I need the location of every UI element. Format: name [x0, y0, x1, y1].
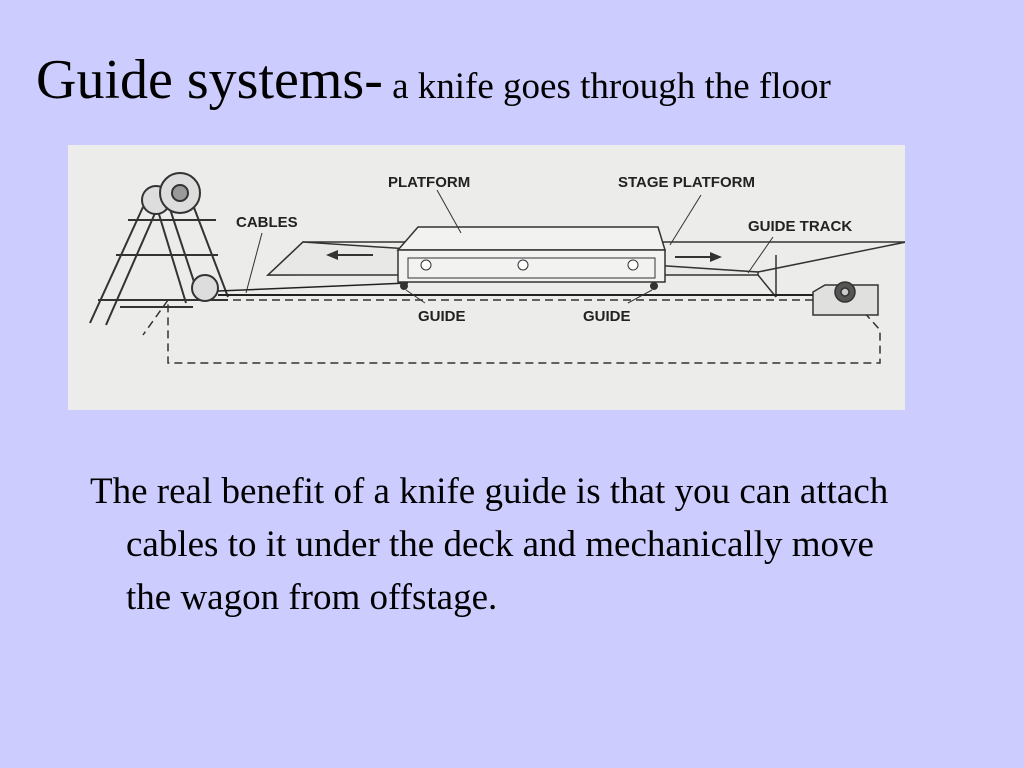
label-platform: PLATFORM [388, 174, 470, 191]
label-guide-right: GUIDE [583, 308, 631, 325]
wagon-platform [396, 226, 667, 290]
leader-guide-left [405, 289, 426, 304]
body-text: The real benefit of a knife guide is tha… [90, 471, 889, 618]
label-guide-left: GUIDE [418, 308, 466, 325]
diagram-svg: PLATFORM STAGE PLATFORM CABLES GUIDE TRA… [89, 172, 905, 364]
deck-front-edge [757, 274, 777, 298]
label-stage-platform: STAGE PLATFORM [618, 174, 755, 191]
slide-title: Guide systems- a knife goes through the … [36, 52, 831, 108]
understage-pit-outline [167, 299, 881, 364]
guide-system-diagram: PLATFORM STAGE PLATFORM CABLES GUIDE TRA… [68, 145, 905, 410]
leader-guide-right [627, 289, 653, 304]
leader-platform [436, 189, 462, 234]
leader-cables [245, 232, 263, 294]
leader-guide-track [747, 236, 774, 274]
title-main: Guide systems- [36, 49, 383, 111]
label-cables: CABLES [236, 214, 298, 231]
leader-stage-platform [669, 194, 702, 246]
winch-drum [141, 172, 219, 302]
cable-line-upper [217, 282, 409, 292]
title-subtitle: a knife goes through the floor [382, 66, 831, 107]
arrow-left-head [326, 250, 338, 260]
pit-edge [142, 299, 169, 336]
winch-frame [89, 204, 229, 326]
arrow-right-head [710, 252, 722, 262]
offstage-pulley [812, 281, 879, 316]
label-guide-track: GUIDE TRACK [748, 218, 852, 235]
